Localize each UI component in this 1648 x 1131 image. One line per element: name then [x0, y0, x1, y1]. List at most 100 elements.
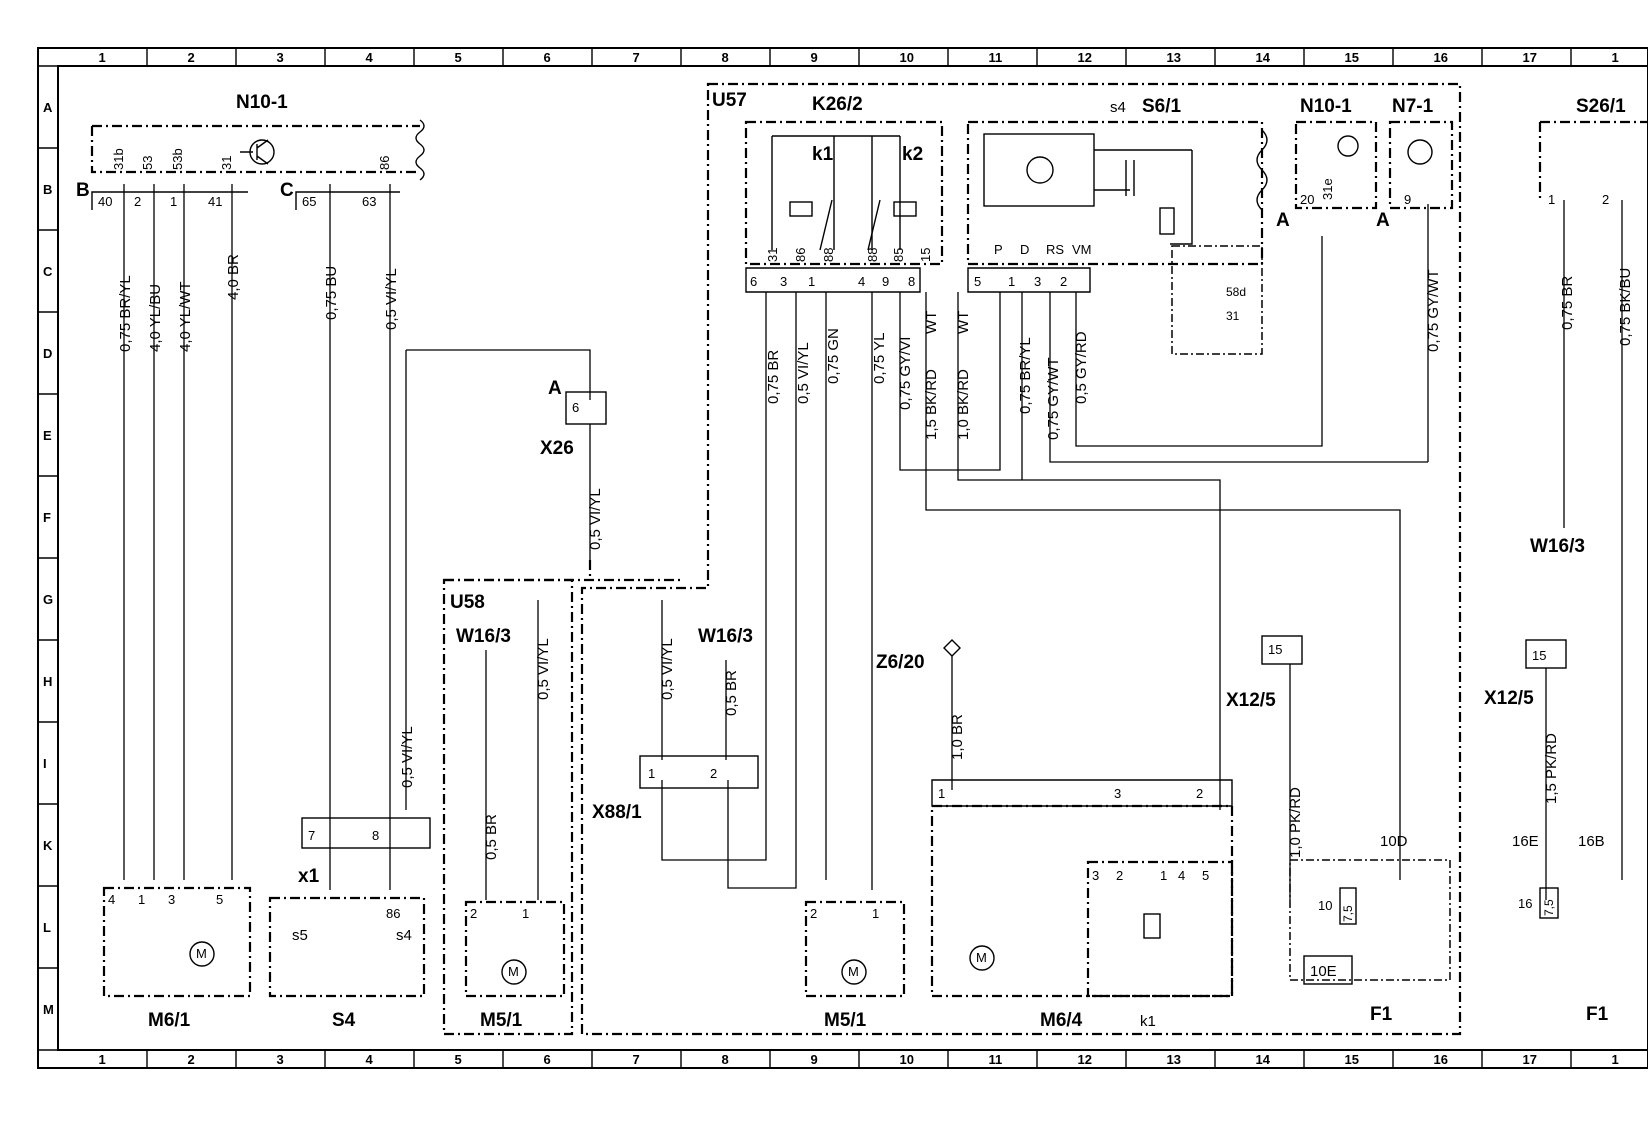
grid-column-label: 15 — [1345, 1052, 1359, 1067]
pin-3: 3 — [1114, 786, 1121, 801]
wire-label: 0,75 BR/YL — [1017, 337, 1034, 414]
lamp-icon — [1407, 139, 1433, 165]
m6-1-motor: 4 1 3 5 M M6/1 — [102, 886, 252, 1031]
pin-1: 1 — [522, 906, 529, 921]
fuse-10: 10 — [1318, 898, 1332, 913]
pin-15: 15 — [1268, 642, 1282, 657]
pin-53: 53 — [140, 156, 155, 170]
wire-label: 1,0 BR — [949, 714, 966, 760]
motor-icon — [841, 959, 867, 985]
grid-row-label: B — [43, 182, 52, 197]
z6-20-splice: Z6/20 1,0 BR — [876, 639, 966, 790]
x88-1-connector: 0,5 VI/YL W16/3 0,5 BR 1 2 X88/1 — [592, 600, 759, 823]
wire-label: 0,75 GN — [825, 328, 842, 384]
pin-15: 15 — [918, 248, 933, 262]
grid-column-label: 2 — [188, 1052, 195, 1067]
s4-label: s4 — [396, 927, 412, 944]
w16-3-label: W16/3 — [1530, 536, 1585, 557]
f1-label: F1 — [1586, 1004, 1609, 1025]
splice-icon — [943, 639, 961, 657]
pin-rs: RS — [1046, 242, 1064, 257]
wire-label: 0,5 VI/YL — [399, 726, 416, 788]
wire-label: 0,5 BR — [723, 670, 740, 716]
pin-1: 1 — [170, 194, 177, 209]
grid-column-label: 1 — [1612, 50, 1619, 65]
grid-column-label: 1 — [1612, 1052, 1619, 1067]
grid-column-label: 8 — [722, 1052, 729, 1067]
z6-20-label: Z6/20 — [876, 652, 925, 673]
x12-5-fuse-f1: 15 X12/5 1,0 PK/RD 10D 10 7,5 10E F1 — [1226, 635, 1451, 1025]
grid-column-label: 14 — [1256, 50, 1271, 65]
pin-6: 6 — [572, 400, 579, 415]
wire-label: 0,5 GY/RD — [1073, 331, 1090, 404]
k1-relay-label: k1 — [812, 144, 834, 165]
k26-2-label: K26/2 — [812, 94, 863, 115]
wire-label: 0,5 VI/YL — [535, 638, 552, 700]
wire-label: 0,75 BR/YL — [117, 275, 134, 352]
wire-label: 0,75 GY/WT — [1425, 269, 1442, 352]
pin-4: 4 — [1178, 868, 1185, 883]
pin-9: 9 — [882, 274, 889, 289]
wire-label: 1,0 BK/RD — [955, 369, 972, 440]
fuse-7-5: 7,5 — [1542, 899, 1556, 916]
grid-row-label: D — [43, 346, 52, 361]
pin-9: 9 — [1404, 192, 1411, 207]
wire-label: 0,5 VI/YL — [383, 268, 400, 330]
grid-column-label: 10 — [900, 1052, 914, 1067]
motor-icon — [189, 941, 215, 967]
s6-wires: 0,75 BR/YL 0,75 GY/WT 0,5 GY/RD — [1017, 236, 1428, 480]
grid-row-label: G — [43, 592, 53, 607]
u58-label: U58 — [450, 592, 485, 613]
pin-vm: VM — [1072, 242, 1092, 257]
pin-15: 15 — [1532, 648, 1546, 663]
transistor-icon — [1337, 135, 1359, 157]
grid-row-label: I — [43, 756, 47, 771]
grid-row-label: A — [43, 100, 53, 115]
m5-1-label: M5/1 — [824, 1010, 867, 1031]
connector-c-label: C — [280, 180, 294, 201]
s26-1-label: S26/1 — [1576, 96, 1626, 117]
grid-column-label: 17 — [1523, 1052, 1537, 1067]
pin-8: 8 — [372, 828, 379, 843]
m6-4-motor: 1 3 2 3 2 1 4 5 M M6/4 k1 — [930, 779, 1234, 1031]
wire-label: WT — [955, 311, 972, 334]
grid-column-label: 9 — [811, 50, 818, 65]
grid-row-label: H — [43, 674, 52, 689]
s6-1-switch: s4 S6/1 A P D RS VM 5 1 3 2 58d 31 — [966, 96, 1290, 355]
grid-column-label: 3 — [277, 50, 284, 65]
fuse-10d: 10D — [1380, 833, 1408, 850]
fuse-16e: 16E — [1512, 833, 1539, 850]
x12-5-label: X12/5 — [1226, 690, 1276, 711]
grid-column-label: 14 — [1256, 1052, 1271, 1067]
k1-label: k1 — [1140, 1013, 1156, 1030]
n10-1-right-module: N10-1 31e 20 A — [1294, 96, 1390, 231]
m5-1-motor-a: 2 1 M M5/1 — [464, 900, 566, 1031]
pin-1: 1 — [1548, 192, 1555, 207]
wire-label: 1,5 BK/RD — [923, 369, 940, 440]
grid-column-label: 1 — [99, 1052, 106, 1067]
pin-86: 86 — [386, 906, 400, 921]
grid-column-label: 11 — [989, 1052, 1003, 1067]
pin-5: 5 — [216, 892, 223, 907]
fuse-10e: 10E — [1310, 963, 1337, 980]
wire-label: 0,75 GY/VI — [897, 337, 914, 410]
x26-connector: A 6 X26 0,5 VI/YL — [540, 378, 607, 560]
pin-86: 86 — [793, 248, 808, 262]
pin-2: 2 — [1060, 274, 1067, 289]
grid-column-label: 5 — [455, 1052, 462, 1067]
m6-1-label: M6/1 — [148, 1010, 191, 1031]
pin-31b: 31b — [111, 148, 126, 170]
grid-row-label: M — [43, 1002, 54, 1017]
grid-column-label: 12 — [1078, 1052, 1092, 1067]
u57-module: U57 — [580, 82, 1462, 1036]
pin-63: 63 — [362, 194, 376, 209]
grid-column-label: 9 — [811, 1052, 818, 1067]
k2-relay-label: k2 — [902, 144, 923, 165]
u58-module: U58 W16/3 0,5 BR 0,5 VI/YL — [442, 560, 680, 1036]
grid-column-label: 5 — [455, 50, 462, 65]
f1-label: F1 — [1370, 1004, 1393, 1025]
pin-2: 2 — [810, 906, 817, 921]
